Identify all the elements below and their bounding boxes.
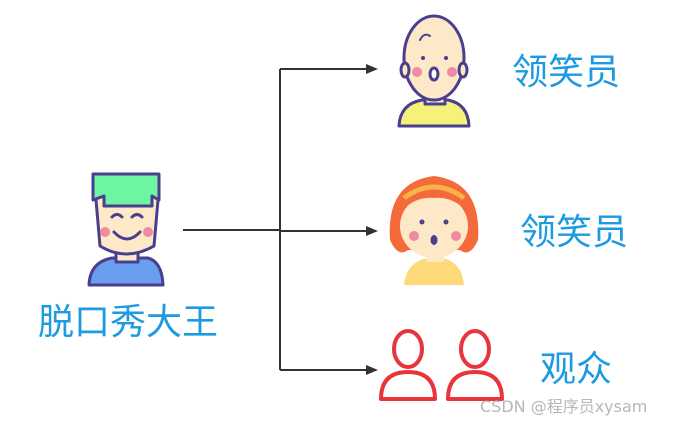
target-label-1: 领笑员 <box>512 52 621 93</box>
watermark: CSDN @程序员xysam <box>480 397 648 416</box>
comedian-avatar-icon <box>87 172 165 287</box>
audience-people-icon <box>379 329 504 401</box>
red-hair-woman-avatar-icon <box>389 176 479 285</box>
source-label: 脱口秀大王 <box>38 302 219 343</box>
connector-arrows <box>183 64 378 375</box>
target-label-3: 观众 <box>540 349 613 390</box>
target-label-2: 领笑员 <box>520 212 629 253</box>
bald-man-avatar-icon <box>397 14 471 128</box>
